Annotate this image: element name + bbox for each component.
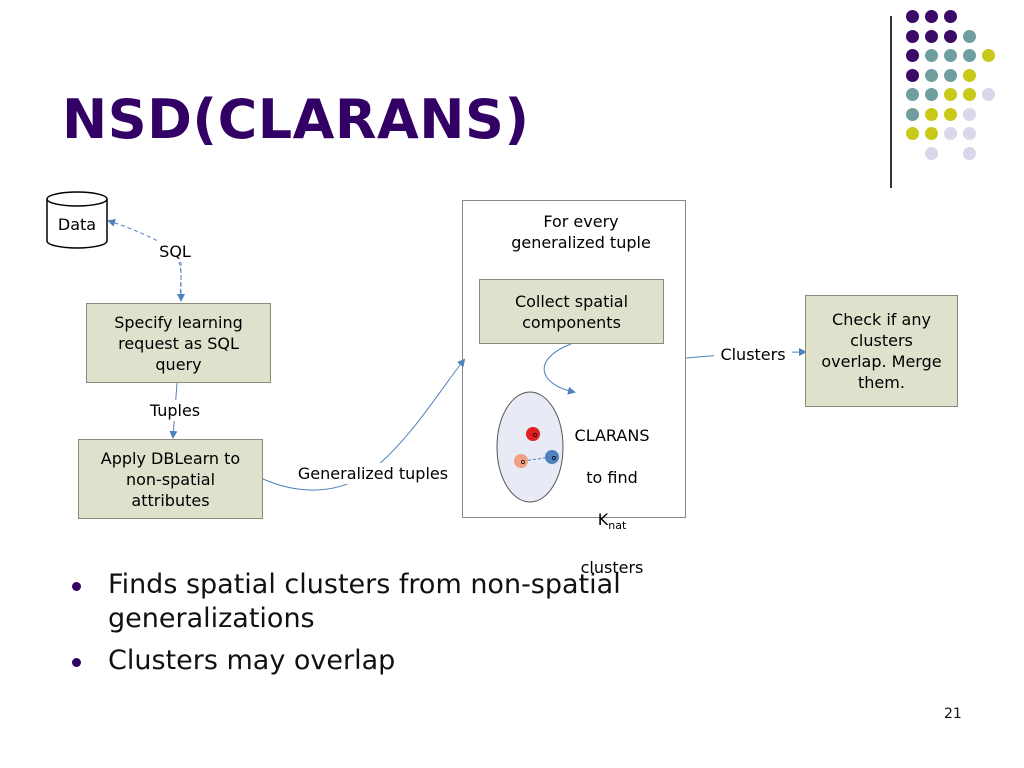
decorative-dot — [944, 10, 957, 23]
decorative-dot — [963, 88, 976, 101]
decorative-dot — [944, 107, 957, 121]
decorative-dot — [963, 107, 976, 121]
decorative-dot — [925, 68, 938, 82]
decorative-dot — [944, 127, 957, 140]
bullet-item: Clusters may overlap — [70, 644, 770, 678]
decorative-dot — [906, 10, 919, 23]
decorative-dot-grid — [906, 10, 1016, 170]
decorative-divider — [890, 16, 892, 188]
sql-label: SQL — [150, 241, 200, 262]
decorative-dot — [906, 49, 919, 62]
collect-connector — [543, 343, 576, 395]
bullet-item: Finds spatial clusters from non-spatial … — [70, 568, 770, 636]
slide-title: NSD(CLARANS) — [62, 88, 530, 151]
page-number: 21 — [944, 706, 962, 722]
decorative-dot — [925, 49, 938, 62]
database-icon — [46, 191, 108, 249]
decorative-dot — [963, 29, 976, 43]
bullet-list: Finds spatial clusters from non-spatial … — [70, 568, 770, 686]
decorative-dot — [925, 88, 938, 101]
decorative-dot — [944, 49, 957, 62]
decorative-dot — [906, 127, 919, 140]
cluster-point-red — [526, 427, 540, 441]
cluster-point-blue — [545, 450, 559, 464]
decorative-dot — [925, 10, 938, 23]
check-overlap-box: Check if any clusters overlap. Merge the… — [805, 295, 958, 407]
collect-spatial-box: Collect spatial components — [479, 279, 664, 344]
decorative-dot — [982, 49, 995, 62]
decorative-dot — [925, 107, 938, 121]
decorative-dot — [944, 29, 957, 43]
decorative-dot — [982, 88, 995, 101]
data-label: Data — [57, 215, 97, 234]
specify-request-box: Specify learning request as SQL query — [86, 303, 271, 383]
decorative-dot — [944, 68, 957, 82]
clusters-label: Clusters — [714, 344, 792, 365]
decorative-dot — [963, 146, 976, 160]
decorative-dot — [963, 49, 976, 62]
tuples-label: Tuples — [138, 400, 212, 421]
decorative-dot — [925, 29, 938, 43]
decorative-dot — [906, 68, 919, 82]
generalized-tuples-label: Generalized tuples — [288, 463, 458, 484]
decorative-dot — [944, 88, 957, 101]
cluster-region — [496, 391, 564, 503]
decorative-dot — [963, 68, 976, 82]
decorative-dot — [906, 88, 919, 101]
for-every-label: For every generalized tuple — [511, 212, 651, 252]
apply-dblearn-box: Apply DBLearn to non-spatial attributes — [78, 439, 263, 519]
decorative-dot — [925, 127, 938, 140]
decorative-dot — [925, 146, 938, 160]
cluster-point-salmon — [514, 454, 528, 468]
decorative-dot — [906, 107, 919, 121]
clarans-label: CLARANS to find Knat clusters — [574, 426, 650, 578]
decorative-dot — [906, 29, 919, 43]
decorative-dot — [963, 127, 976, 140]
